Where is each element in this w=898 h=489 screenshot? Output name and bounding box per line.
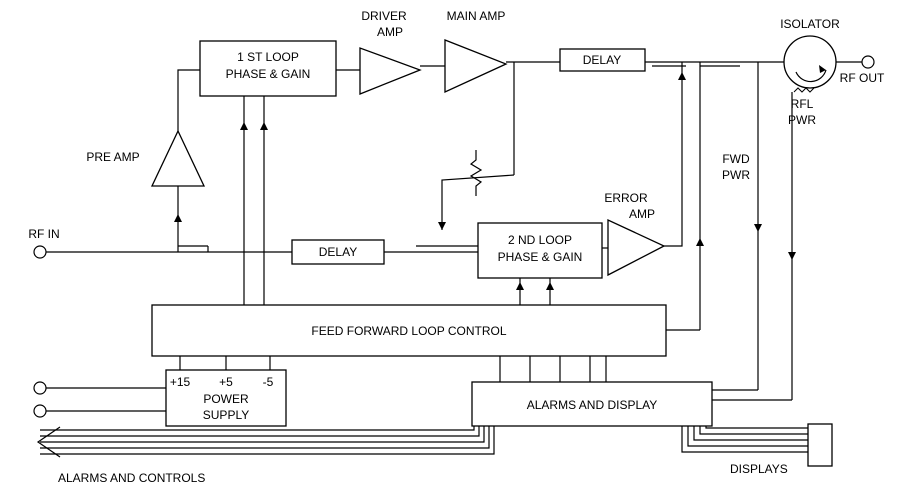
delay-top-block: DELAY: [560, 49, 645, 71]
svg-text:+5: +5: [219, 375, 233, 389]
svg-text:POWER: POWER: [203, 392, 249, 406]
second-loop-block: 2 ND LOOP PHASE & GAIN: [478, 223, 602, 278]
svg-text:PHASE & GAIN: PHASE & GAIN: [226, 67, 311, 81]
svg-text:2 ND LOOP: 2 ND LOOP: [508, 233, 572, 247]
svg-text:DELAY: DELAY: [319, 245, 357, 259]
svg-text:FWD: FWD: [722, 152, 750, 166]
first-loop-block: 1 ST LOOP PHASE & GAIN: [200, 41, 336, 96]
displays-label: DISPLAYS: [730, 462, 788, 476]
driver-amp: DRIVER AMP: [360, 9, 420, 94]
displays-connector: [808, 424, 832, 466]
power-input-port-1: [34, 382, 46, 394]
svg-text:RF OUT: RF OUT: [840, 71, 885, 85]
svg-text:PHASE & GAIN: PHASE & GAIN: [498, 250, 583, 264]
pre-amp: PRE AMP: [86, 131, 204, 186]
rf-in-port: RF IN: [28, 227, 59, 258]
svg-text:DRIVER: DRIVER: [361, 9, 407, 23]
svg-text:+15: +15: [170, 375, 191, 389]
svg-text:1 ST LOOP: 1 ST LOOP: [237, 50, 299, 64]
alarms-and-controls-label: ALARMS AND CONTROLS: [58, 471, 205, 485]
svg-text:DELAY: DELAY: [583, 53, 621, 67]
isolator-circulator: ISOLATOR: [780, 17, 840, 92]
main-amp: MAIN AMP: [445, 9, 506, 92]
svg-text:-5: -5: [263, 375, 274, 389]
signal-wires: [46, 62, 862, 411]
power-supply-block: +15 +5 -5 POWER SUPPLY: [166, 370, 286, 426]
svg-text:RF IN: RF IN: [28, 227, 59, 241]
alarms-and-controls-bus: [38, 426, 494, 457]
svg-text:PWR: PWR: [722, 168, 750, 182]
svg-text:AMP: AMP: [377, 25, 403, 39]
svg-text:RFL: RFL: [791, 97, 814, 111]
svg-text:PWR: PWR: [788, 113, 816, 127]
svg-text:FEED FORWARD LOOP CONTROL: FEED FORWARD LOOP CONTROL: [311, 324, 506, 338]
error-amp: ERROR AMP: [604, 191, 664, 275]
feed-forward-control-block: FEED FORWARD LOOP CONTROL: [152, 305, 666, 356]
delay-bottom-block: DELAY: [292, 240, 384, 264]
alarms-display-block: ALARMS AND DISPLAY: [472, 382, 712, 426]
displays-bus: [682, 426, 808, 452]
svg-text:ERROR: ERROR: [604, 191, 648, 205]
svg-text:ALARMS AND DISPLAY: ALARMS AND DISPLAY: [527, 398, 658, 412]
svg-text:PRE AMP: PRE AMP: [86, 150, 139, 164]
svg-text:AMP: AMP: [629, 207, 655, 221]
power-input-port-2: [34, 405, 46, 417]
rf-out-port: RF OUT: [840, 56, 885, 85]
svg-text:SUPPLY: SUPPLY: [203, 408, 249, 422]
svg-text:MAIN AMP: MAIN AMP: [447, 9, 506, 23]
svg-text:ISOLATOR: ISOLATOR: [780, 17, 840, 31]
fwd-pwr-label: FWD PWR: [722, 152, 750, 182]
